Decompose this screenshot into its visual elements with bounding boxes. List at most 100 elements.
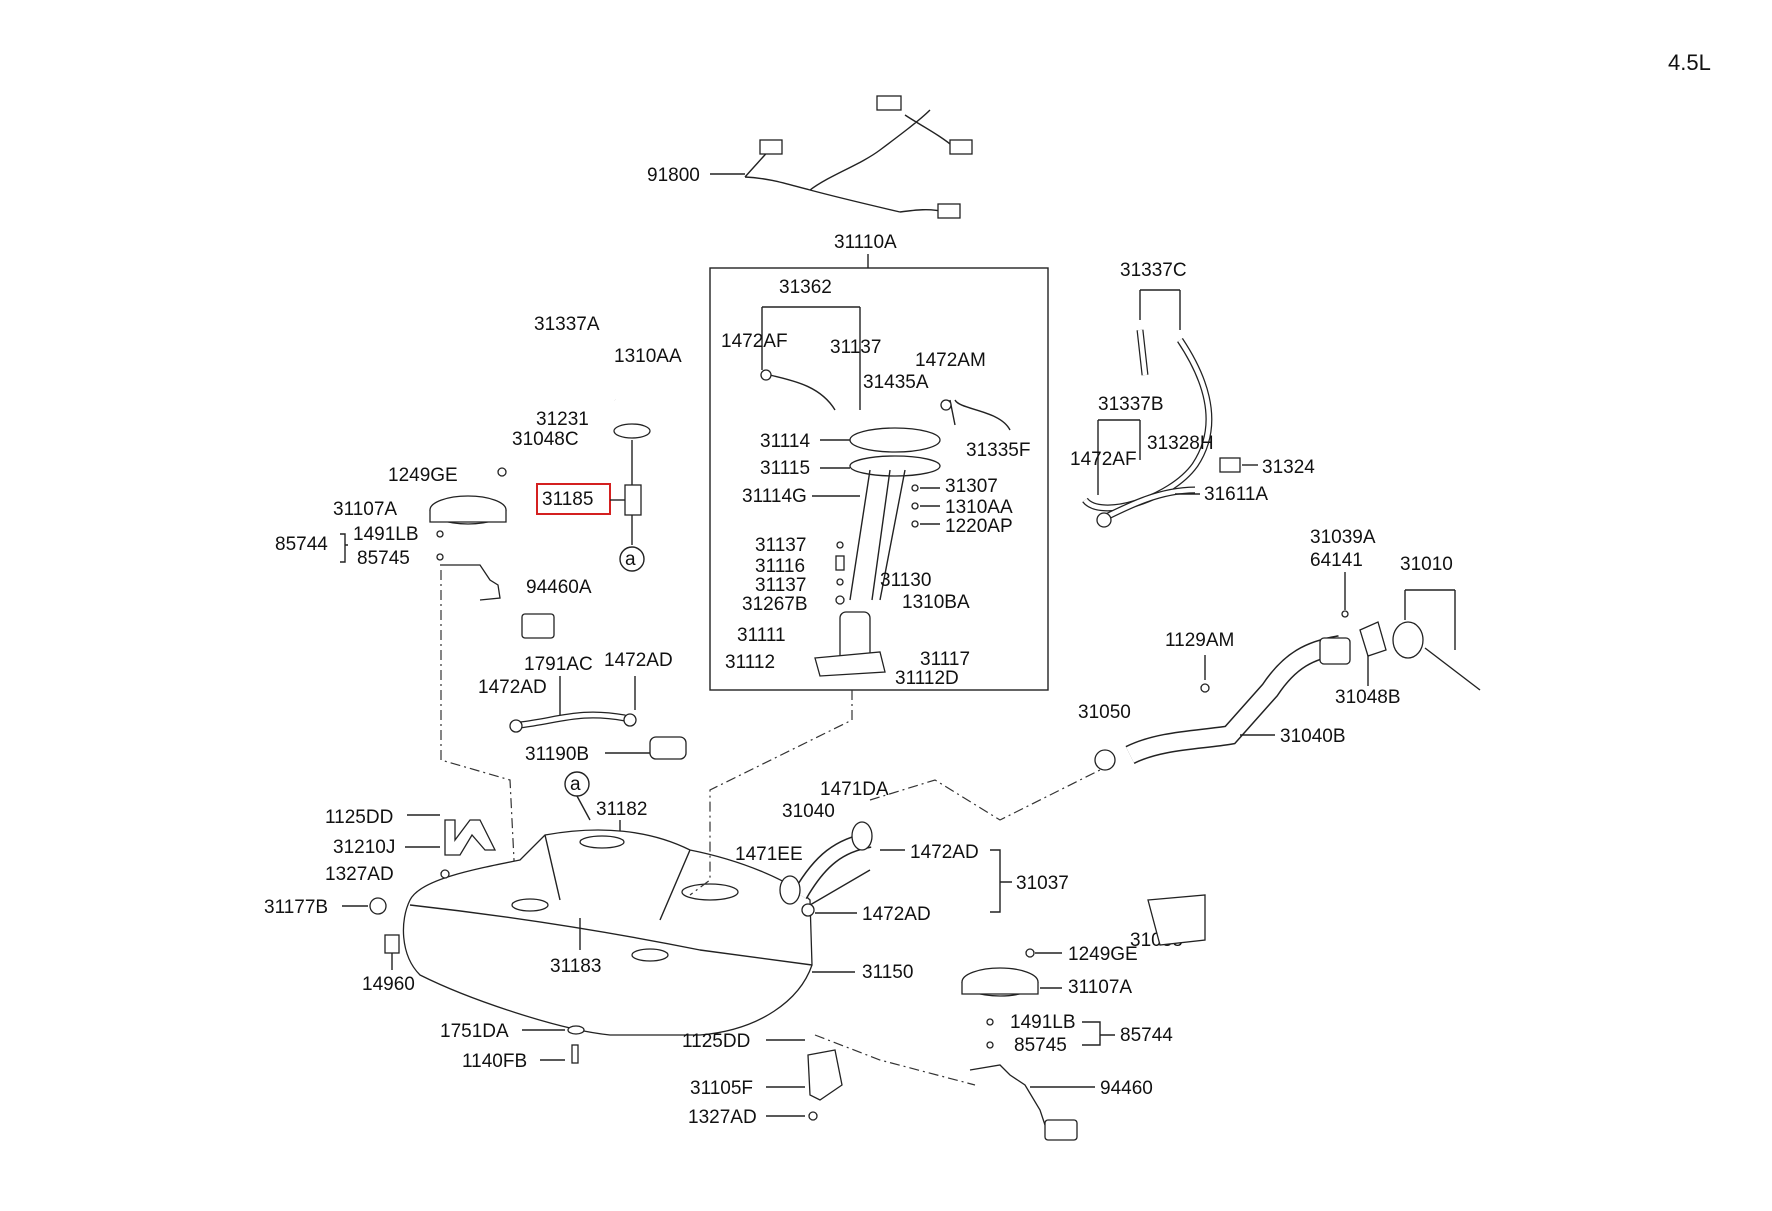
wiring-harness — [744, 95, 973, 219]
part-label-31039A: 31039A — [1310, 527, 1376, 548]
part-label-31210J: 31210J — [333, 837, 395, 858]
part-label-31611A: 31611A — [1204, 484, 1268, 505]
part-label-31114: 31114 — [760, 431, 810, 452]
part-label-31435A: 31435A — [863, 372, 929, 393]
part-label-1327AD: 1327AD — [688, 1107, 757, 1128]
reference-circle-a — [619, 546, 645, 572]
part-label-31048B: 31048B — [1335, 687, 1401, 708]
reference-label-a: a — [570, 774, 581, 795]
float-icon — [1044, 1119, 1078, 1141]
part-label-1310AA: 1310AA — [614, 346, 682, 367]
part-label-1472AM: 1472AM — [915, 350, 986, 371]
part-label-31362: 31362 — [779, 277, 832, 298]
part-label-31177B: 31177B — [264, 897, 328, 918]
part-label-31267B: 31267B — [742, 594, 808, 615]
part-label-31231: 31231 — [536, 409, 589, 430]
part-label-1751DA: 1751DA — [440, 1021, 509, 1042]
part-label-1471DA: 1471DA — [820, 779, 889, 800]
part-label-31048C: 31048C — [512, 429, 579, 450]
part-label-31182: 31182 — [596, 799, 647, 820]
part-label-1140FB: 1140FB — [462, 1051, 527, 1072]
tank-bracket — [807, 1049, 843, 1101]
part-label-91800: 91800 — [647, 165, 700, 186]
part-label-85744: 85744 — [275, 534, 328, 555]
part-label-85744: 85744 — [1120, 1025, 1173, 1046]
part-label-31112D: 31112D — [895, 668, 959, 689]
part-label-1472AD: 1472AD — [862, 904, 931, 925]
sender-arm — [969, 1064, 1046, 1126]
part-label-1491LB: 1491LB — [353, 524, 419, 545]
part-label-31190B: 31190B — [525, 744, 589, 765]
part-label-1129AM: 1129AM — [1165, 630, 1234, 651]
part-label-85745: 85745 — [1014, 1035, 1067, 1056]
part-label-31037: 31037 — [1016, 873, 1069, 894]
pump-flange — [849, 427, 941, 453]
fuel-cap-icon — [1392, 621, 1424, 659]
part-label-31105F: 31105F — [690, 1078, 753, 1099]
part-label-31107A: 31107A — [333, 499, 397, 520]
part-label-1472AD: 1472AD — [604, 650, 673, 671]
part-label-1310BA: 1310BA — [902, 592, 970, 613]
part-label-31050: 31050 — [1078, 702, 1131, 723]
pad-icon — [1147, 894, 1206, 946]
part-label-31040: 31040 — [782, 801, 835, 822]
part-label-31150: 31150 — [862, 962, 913, 983]
part-label-31117: 31117 — [920, 649, 970, 670]
gasket-icon — [1359, 621, 1387, 657]
part-label-64141: 64141 — [1310, 550, 1363, 571]
part-label-31112: 31112 — [725, 652, 775, 673]
part-label-31111: 31111 — [737, 625, 786, 646]
part-label-85745: 85745 — [357, 548, 410, 569]
part-label-1249GE: 1249GE — [1068, 944, 1138, 965]
part-label-1491LB: 1491LB — [1010, 1012, 1076, 1033]
part-label-31107A: 31107A — [1068, 977, 1132, 998]
part-label-14960: 14960 — [362, 974, 415, 995]
part-label-1471EE: 1471EE — [735, 844, 803, 865]
part-label-31337C: 31337C — [1120, 260, 1187, 281]
part-label-31040B: 31040B — [1280, 726, 1346, 747]
connector-icon — [937, 203, 961, 219]
part-label-1220AP: 1220AP — [945, 516, 1013, 537]
part-label-1472AD: 1472AD — [478, 677, 547, 698]
part-label-1472AF: 1472AF — [1070, 449, 1137, 470]
part-label-31137: 31137 — [755, 575, 806, 596]
pump-filter — [814, 651, 886, 677]
part-label-31324: 31324 — [1262, 457, 1315, 478]
highlight-box — [536, 483, 611, 515]
tank-bracket — [444, 819, 497, 856]
part-label-31137: 31137 — [830, 337, 881, 358]
connector-icon — [759, 139, 783, 155]
part-label-31337B: 31337B — [1098, 394, 1164, 415]
valve-icon — [649, 736, 687, 760]
part-label-31115: 31115 — [760, 458, 810, 479]
filter-element — [624, 484, 642, 516]
part-label-31137: 31137 — [755, 535, 806, 556]
part-label-31130: 31130 — [880, 570, 931, 591]
float-icon — [521, 613, 555, 639]
sender-arm — [440, 564, 501, 601]
pump-gasket — [849, 455, 941, 477]
part-label-31010: 31010 — [1400, 554, 1453, 575]
part-label-31335F: 31335F — [966, 440, 1030, 461]
connector-icon — [876, 95, 902, 111]
part-label-31337A: 31337A — [534, 314, 600, 335]
part-label-1310AA: 1310AA — [945, 497, 1013, 518]
part-label-1791AC: 1791AC — [524, 654, 593, 675]
reference-label-a: a — [625, 549, 636, 570]
pump-bracket — [849, 469, 906, 601]
part-label-31114G: 31114G — [742, 486, 807, 507]
part-label-1472AD: 1472AD — [910, 842, 979, 863]
part-label-1327AD: 1327AD — [325, 864, 394, 885]
part-label-31183: 31183 — [550, 956, 601, 977]
part-label-31307: 31307 — [945, 476, 998, 497]
part-label-31185: 31185 — [542, 489, 593, 510]
part-label-94460: 94460 — [1100, 1078, 1153, 1099]
part-label-31328H: 31328H — [1147, 433, 1214, 454]
part-label-1125DD: 1125DD — [682, 1031, 750, 1052]
pump-module-box — [709, 267, 1049, 691]
part-label-31110A: 31110A — [834, 232, 897, 253]
connector-icon — [949, 139, 973, 155]
part-label-1472AF: 1472AF — [721, 331, 788, 352]
